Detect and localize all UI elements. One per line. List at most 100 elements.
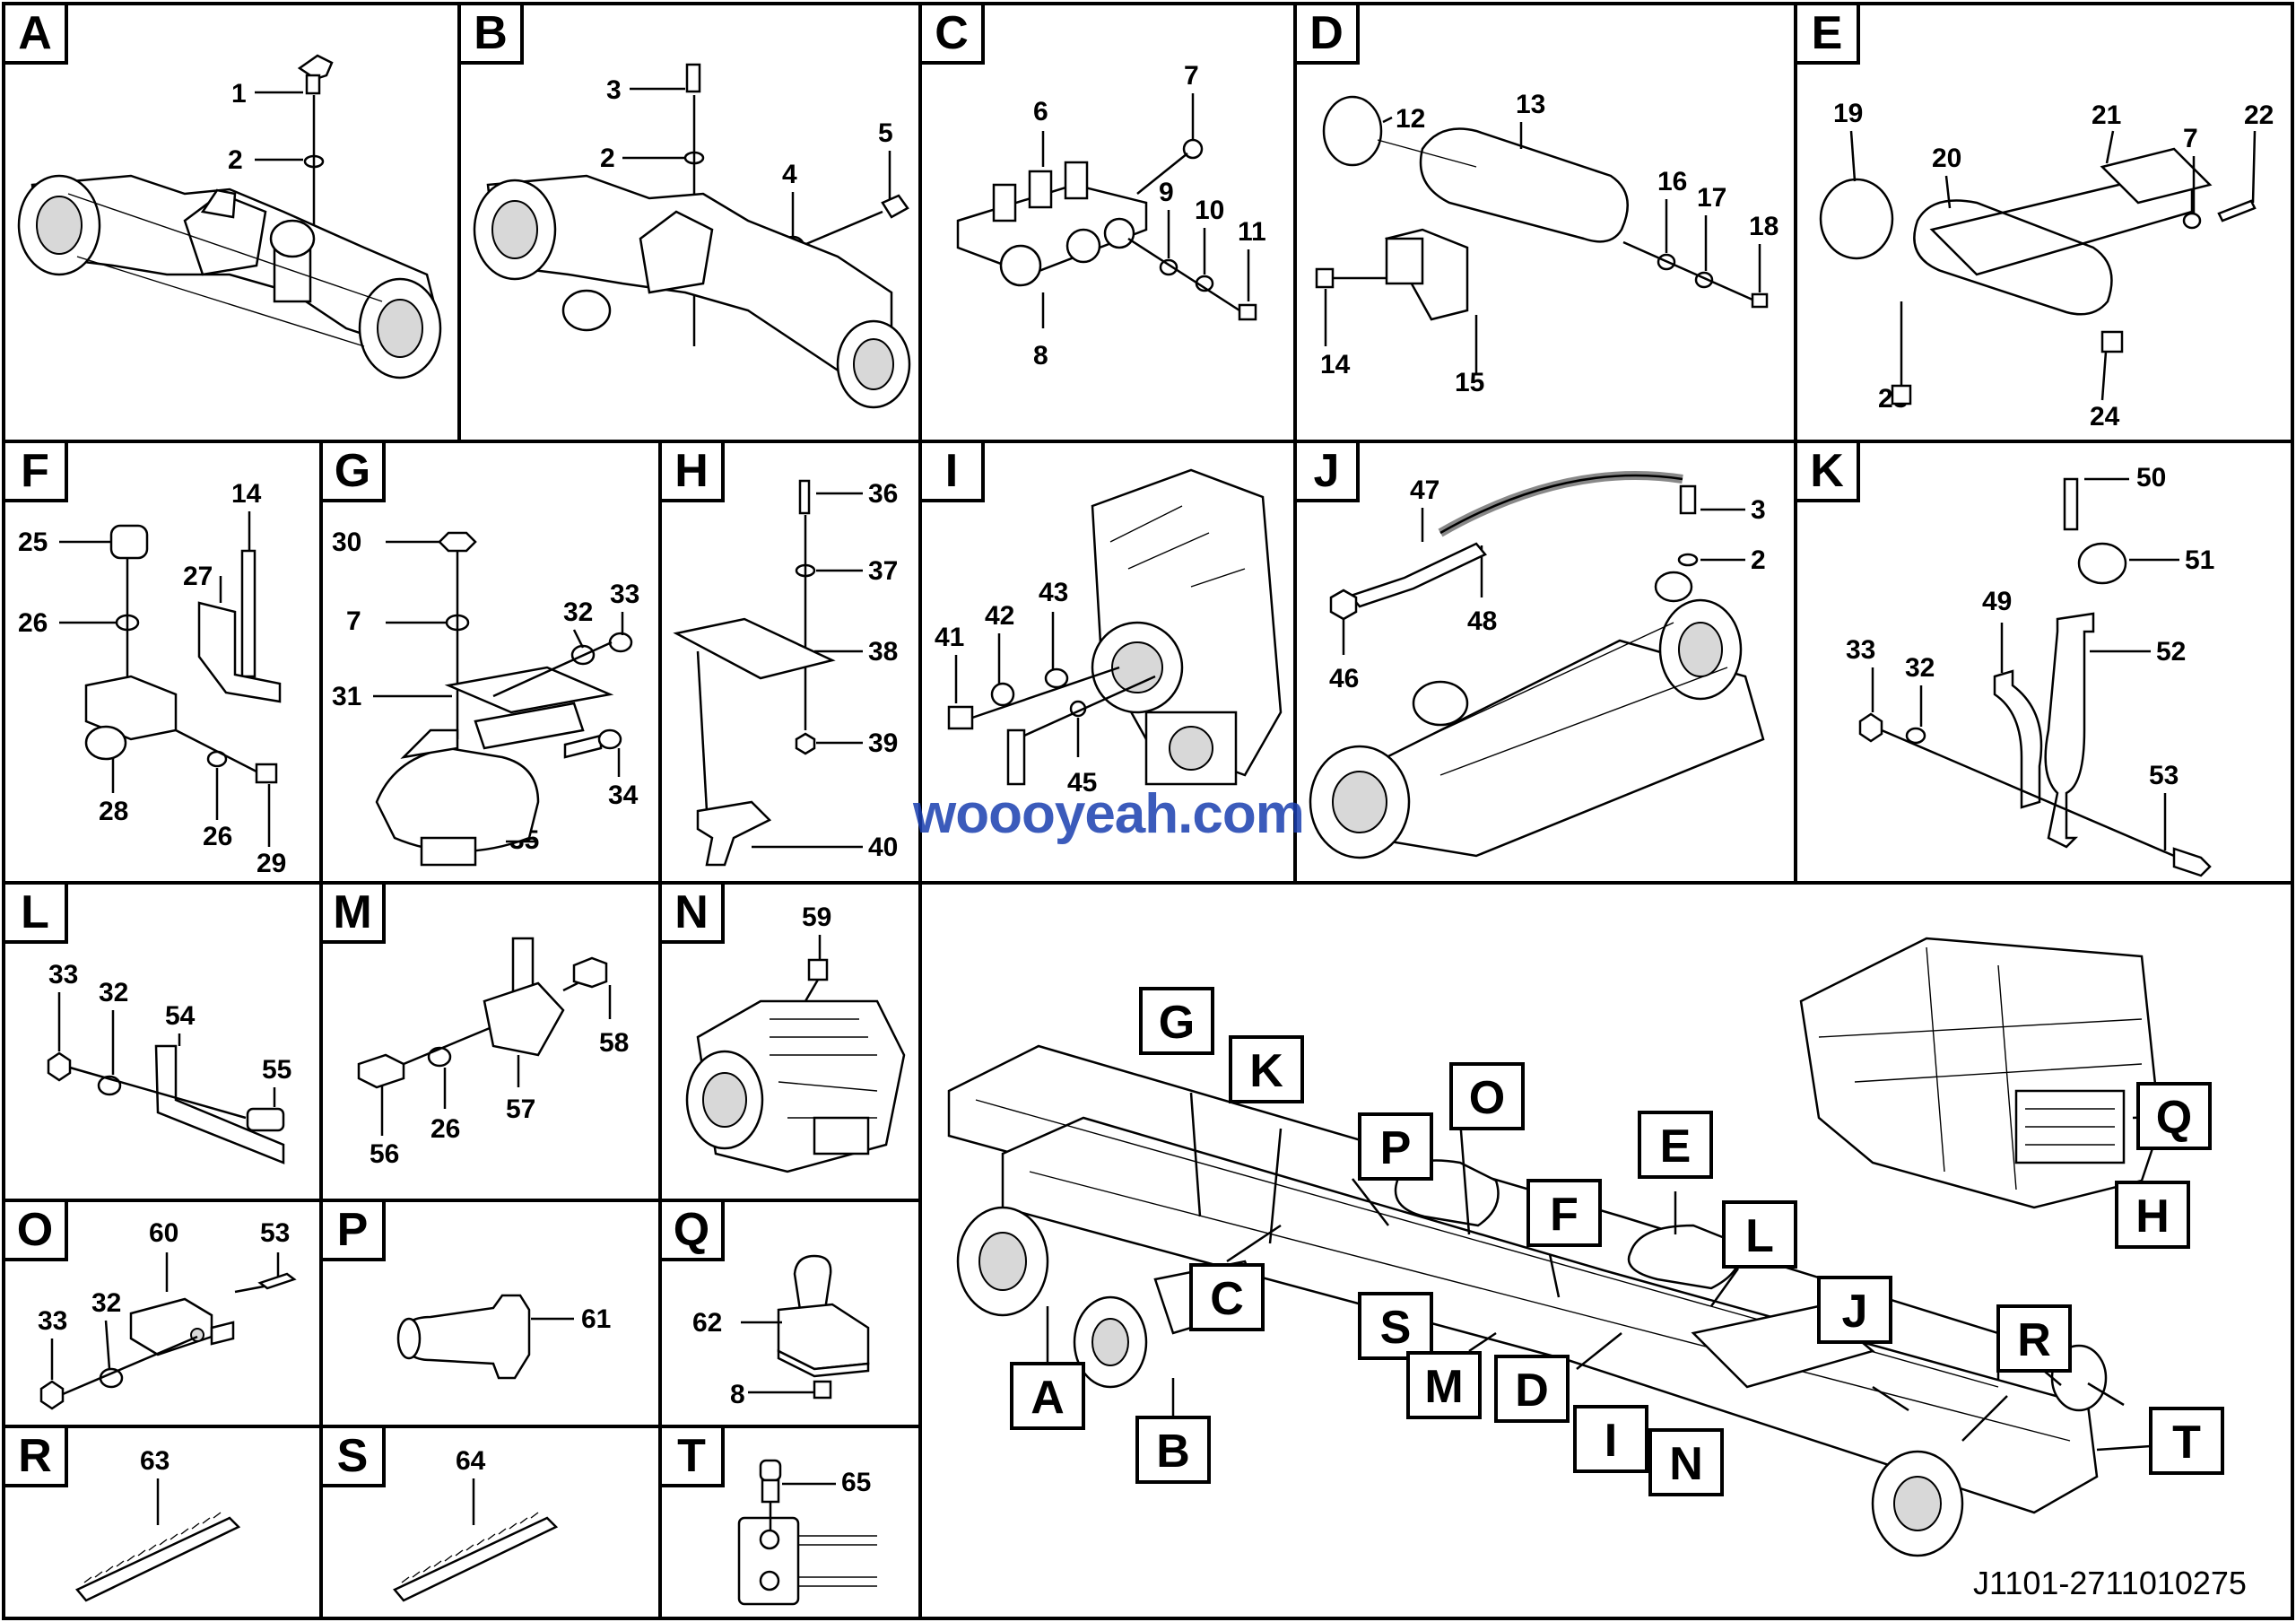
callout-number: 8 [1033,341,1048,371]
overview-callout: K [1229,1035,1304,1103]
callout-number: 39 [868,728,898,758]
callout-number: 32 [91,1288,121,1318]
panel-L: L 33 32 54 55 [2,881,323,1202]
panel-T: T 65 [658,1425,922,1620]
valve-drawing: 25 14 26 27 28 26 29 [18,479,286,878]
overview-callout: P [1358,1112,1433,1181]
callout-number: 63 [140,1446,170,1476]
overview-callout: D [1494,1355,1570,1423]
callout-number: 17 [1697,183,1726,213]
callout-number: 11 [1238,217,1266,247]
panel-D: D 12 13 14 15 16 17 18 [1293,2,1797,443]
overview-callout: A [1010,1362,1085,1430]
callout-number: 26 [203,822,232,851]
panel-label: O [5,1202,68,1261]
panel-G: G 30 7 32 33 31 34 35 [319,440,662,885]
callout-number: 33 [610,580,639,609]
truck-chassis-overview: G K O P E Q F L H C S J R M D A I T B N [947,937,2224,1557]
svg-text:S: S [1380,1302,1412,1354]
callout-number: 56 [370,1139,399,1169]
callout-number: 16 [1657,167,1687,196]
svg-text:C: C [1210,1273,1244,1325]
callout-number: 24 [2090,402,2120,432]
engine-drawing: 59 [685,903,906,1173]
panel-M: M 58 56 26 57 [319,881,662,1202]
callout-number: 34 [608,780,639,810]
callout-number: 42 [985,601,1014,631]
svg-text:J: J [1842,1286,1868,1338]
callout-number: 13 [1516,90,1545,119]
spring-strip-drawing: 64 [393,1446,559,1602]
svg-text:I: I [1605,1415,1617,1467]
panel-label: A [5,5,68,65]
panel-J: J 47 3 2 48 46 [1293,440,1797,885]
panel-K: K 50 51 49 52 33 32 53 [1794,440,2294,885]
callout-number: 51 [2185,545,2214,575]
bracket-drawing: 33 32 54 55 [47,960,291,1164]
callout-number: 7 [2183,124,2198,153]
callout-number: 38 [868,637,898,667]
panel-label: P [323,1202,386,1261]
callout-number: 45 [1067,768,1097,798]
callout-number: 1 [231,79,247,109]
svg-text:O: O [1469,1072,1505,1124]
spring-strip-drawing: 63 [75,1446,241,1602]
overview-callout: G [1139,987,1214,1055]
panel-label: G [323,443,386,502]
callout-number: 28 [99,797,128,826]
overview-callout: L [1722,1200,1797,1269]
panel-S: S 64 [319,1425,662,1620]
panel-A: A 1 2 [2,2,461,443]
callout-number: 54 [165,1001,196,1031]
callout-number: 18 [1749,212,1779,241]
callout-number: 3 [1751,495,1766,525]
callout-number: 6 [1033,97,1048,126]
panel-R: R 63 [2,1425,323,1620]
callout-number: 29 [257,849,286,878]
callout-number: 33 [38,1306,67,1336]
panel-label: S [323,1428,386,1487]
panel-label: L [5,885,68,944]
callout-number: 20 [1932,144,1961,173]
watermark-text: woooyeah.com [913,783,1305,845]
svg-text:L: L [1745,1210,1774,1262]
overview-callout: B [1135,1416,1211,1484]
svg-text:K: K [1249,1045,1283,1097]
valve-drawing: 62 8 [692,1254,870,1409]
panel-label: T [662,1428,725,1487]
callout-number: 2 [228,145,243,175]
callout-number: 47 [1410,475,1439,505]
callout-number: 53 [260,1218,290,1248]
svg-text:P: P [1380,1122,1412,1174]
rear-axle-drawing: 1 2 [17,54,442,379]
callout-number: 32 [1905,653,1935,683]
svg-text:N: N [1669,1438,1703,1490]
panel-H: H 36 37 38 39 40 [658,440,922,885]
callout-number: 57 [506,1094,535,1124]
callout-number: 8 [730,1380,745,1409]
overview-callout: T [2149,1407,2224,1475]
callout-number: 2 [600,144,615,173]
panel-label: J [1297,443,1360,502]
overview-callout: E [1638,1111,1713,1179]
svg-text:G: G [1159,997,1195,1049]
rear-axle-drawing: 3 2 4 5 [473,63,911,409]
svg-text:A: A [1031,1372,1065,1424]
svg-text:Q: Q [2156,1092,2192,1144]
panel-label: K [1797,443,1860,502]
panel-label: Q [662,1202,725,1261]
callout-number: 14 [231,479,262,509]
callout-number: 14 [1320,350,1351,379]
callout-number: 41 [935,623,964,652]
callout-number: 33 [48,960,78,990]
callout-number: 31 [332,682,361,711]
callout-number: 7 [346,606,361,636]
callout-number: 32 [563,597,593,627]
callout-number: 53 [2149,761,2179,790]
panel-label: H [662,443,725,502]
panel-label: I [922,443,985,502]
pto-drawing: 41 42 43 45 [935,468,1283,798]
svg-text:M: M [1424,1361,1463,1413]
panel-C: C 6 7 8 9 10 11 [918,2,1297,443]
callout-number: 2 [1751,545,1766,575]
